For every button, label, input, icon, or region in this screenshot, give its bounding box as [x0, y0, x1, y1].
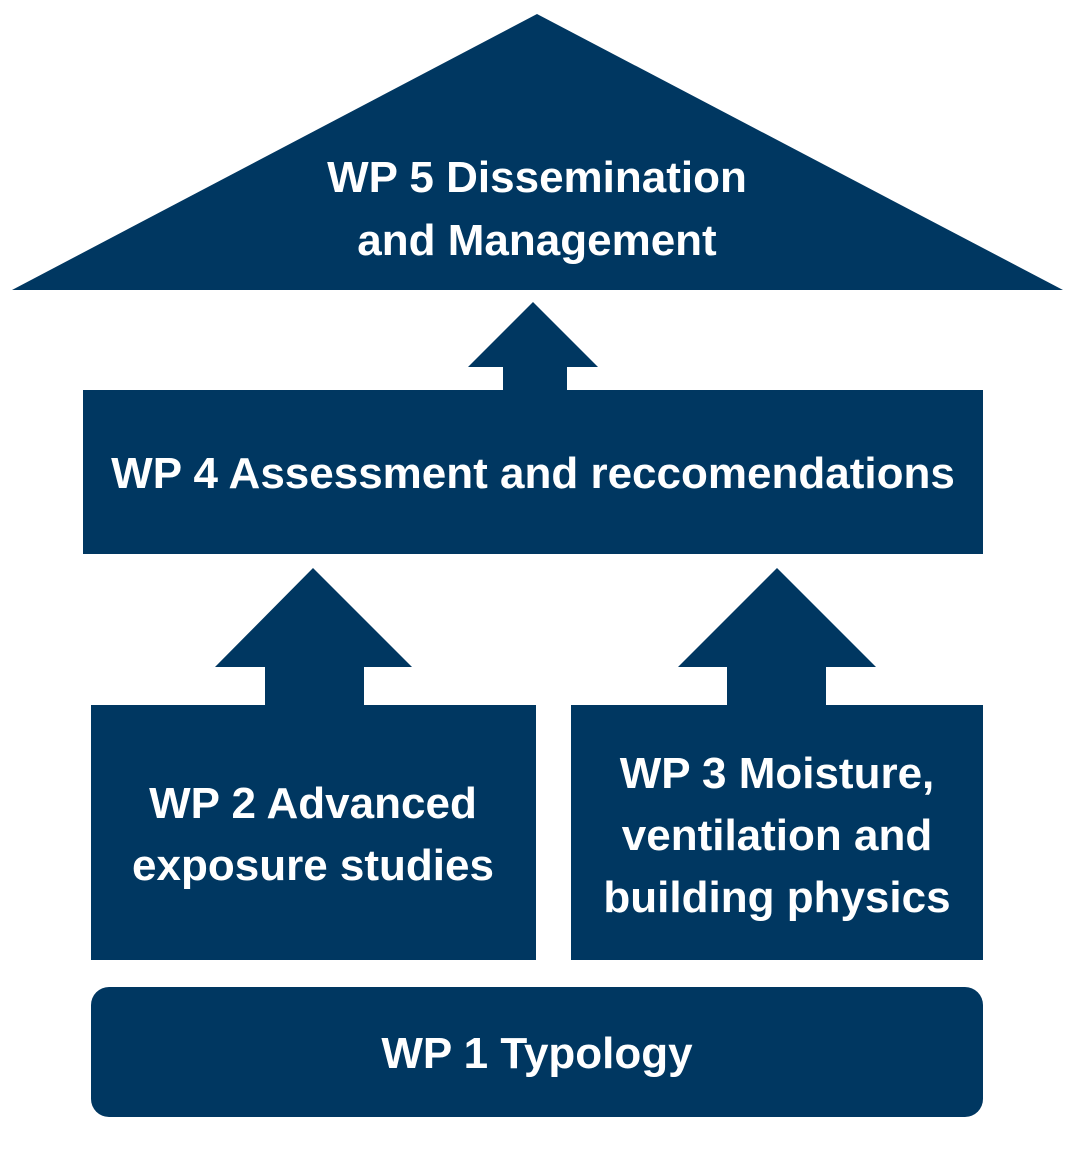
wp3-box-shape: [571, 705, 983, 960]
wp2-label-line2: exposure studies: [132, 841, 494, 890]
wp5-label-line1: WP 5 Dissemination: [327, 153, 747, 202]
wp2-box: WP 2 Advanced exposure studies: [91, 705, 536, 960]
arrow-up-wp4-to-wp5: [468, 302, 598, 392]
wp1-label: WP 1 Typology: [381, 1029, 693, 1078]
wp2-box-shape: [91, 705, 536, 960]
wp3-label-line1: WP 3 Moisture,: [620, 749, 935, 798]
wp3-label-line3: building physics: [603, 873, 950, 922]
wp3-box: WP 3 Moisture, ventilation and building …: [571, 705, 983, 960]
wp4-box-shape: [83, 390, 983, 554]
wp4-label: WP 4 Assessment and reccomendations: [111, 449, 955, 498]
wp5-roof: WP 5 Dissemination and Management: [12, 14, 1063, 290]
wp2-label-line1: WP 2 Advanced: [149, 779, 477, 828]
arrow-up-wp2-to-wp4: [215, 568, 412, 707]
wp5-roof-shape: [12, 14, 1063, 290]
wp5-label-line2: and Management: [357, 216, 717, 265]
wp4-box: WP 4 Assessment and reccomendations: [83, 390, 983, 554]
wp3-label-line2: ventilation and: [622, 811, 932, 860]
arrow-up-wp3-to-wp4: [678, 568, 876, 707]
wp1-foundation-shape: [91, 987, 983, 1117]
wp1-foundation: WP 1 Typology: [91, 987, 983, 1117]
